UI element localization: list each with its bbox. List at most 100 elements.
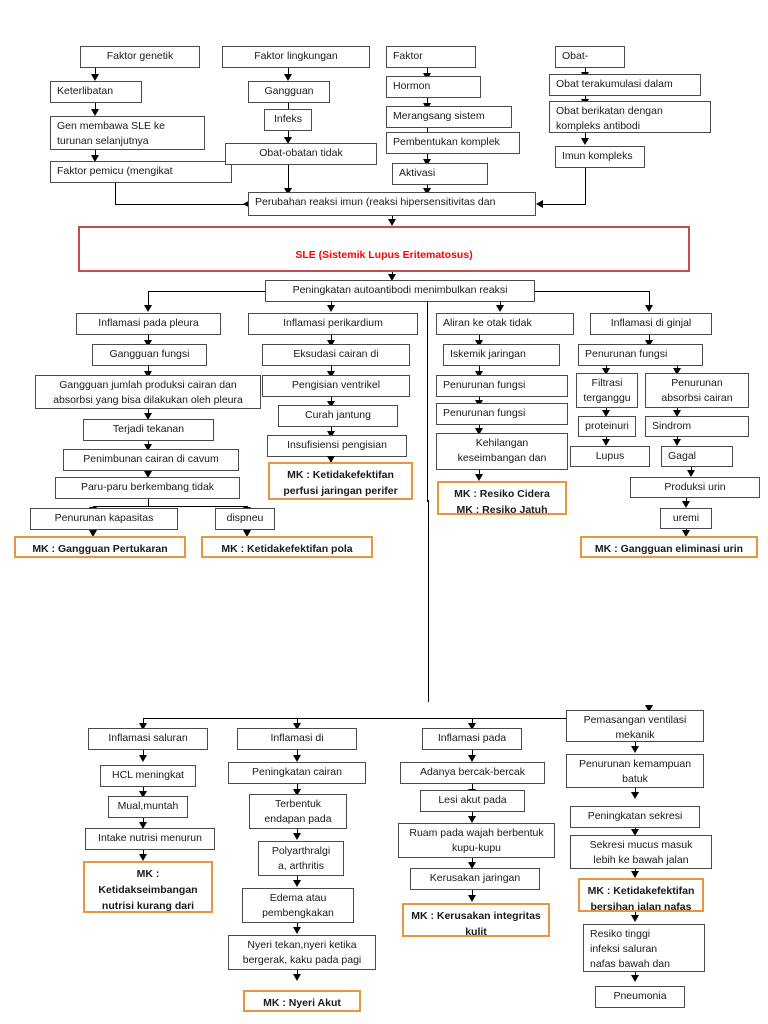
node-inflamasi-ginjal: Inflamasi di ginjal — [590, 313, 712, 335]
arrow-down-icon — [630, 915, 639, 922]
arrow-down-icon — [326, 401, 335, 408]
arrow-down-icon — [601, 439, 610, 446]
arrow-down-icon — [326, 431, 335, 438]
node-kehilangan-keseimbangan: Kehilangan keseimbangan dan — [436, 433, 568, 470]
node-iskemik-jaringan: Iskemik jaringan — [443, 344, 560, 366]
arrow-down-icon — [292, 927, 301, 934]
mk-kerusakan-integritas-kulit: MK : Kerusakan integritas kulit — [402, 903, 550, 937]
node-gen-membawa-sle: Gen membawa SLE ke turunan selanjutnya — [50, 116, 205, 150]
node-curah-jantung: Curah jantung — [278, 405, 398, 427]
mk-bersihan-jalan-nafas: MK : Ketidakefektifan bersihan jalan naf… — [578, 878, 704, 912]
arrow-down-icon — [292, 833, 301, 840]
node-faktor: Faktor — [386, 46, 476, 68]
connector-line — [288, 131, 289, 140]
node-hcl-meningkat: HCL meningkat — [100, 765, 196, 787]
arrow-down-icon — [283, 137, 292, 144]
node-peningkatan-cairan: Peningkatan cairan — [228, 762, 366, 784]
node-polyarthralgia-arthritis: Polyarthralgi a, arthritis — [258, 841, 344, 876]
node-resiko-tinggi-infeksi: Resiko tinggi infeksi saluran nafas bawa… — [583, 924, 705, 972]
arrow-down-icon — [143, 371, 152, 378]
node-inflamasi-pleura: Inflamasi pada pleura — [76, 313, 221, 335]
node-gangguan-produksi-cairan: Gangguan jumlah produksi cairan dan abso… — [35, 375, 261, 409]
arrow-down-icon — [474, 428, 483, 435]
node-imun-kompleks: Imun kompleks — [555, 146, 645, 168]
connector-trunk — [428, 500, 429, 702]
arrow-down-icon — [292, 755, 301, 762]
node-obat-obatan-tidak: Obat-obatan tidak — [225, 143, 377, 165]
arrow-down-icon — [138, 791, 147, 798]
connector-line — [143, 850, 144, 857]
arrow-down-icon — [138, 854, 147, 861]
connector-line — [288, 68, 289, 76]
arrow-down-icon — [686, 470, 695, 477]
connector-line — [585, 133, 586, 141]
connector-line — [472, 858, 473, 865]
arrow-down-icon — [88, 530, 97, 537]
arrow-down-icon — [467, 862, 476, 869]
connector-line — [143, 750, 144, 757]
connector-line — [427, 68, 428, 75]
connector-trunk — [427, 302, 428, 502]
arrow-down-icon — [90, 74, 99, 81]
connector-line — [148, 366, 149, 373]
node-obat-berikatan: Obat berikatan dengan kompleks antibodi — [549, 101, 711, 133]
node-ruam-kupu-kupu: Ruam pada wajah berbentuk kupu-kupu — [398, 823, 555, 858]
arrow-down-icon — [630, 792, 639, 799]
connector-line — [115, 204, 248, 205]
connector-bus — [93, 506, 248, 507]
arrow-down-icon — [387, 219, 396, 226]
node-penurunan-absorbsi-cairan: Penurunan absorbsi cairan — [645, 373, 749, 408]
arrow-down-icon — [90, 155, 99, 162]
arrow-down-icon — [474, 340, 483, 347]
node-sindrom: Sindrom — [645, 416, 749, 437]
connector-line — [479, 335, 480, 342]
connector-line — [95, 150, 96, 157]
connector-line — [479, 366, 480, 373]
arrow-down-icon — [630, 975, 639, 982]
arrow-down-icon — [326, 340, 335, 347]
node-nyeri-tekan: Nyeri tekan,nyeri ketika bergerak, kaku … — [228, 935, 376, 970]
arrow-down-icon — [292, 974, 301, 981]
node-inflamasi-saluran: Inflamasi saluran — [88, 728, 208, 750]
node-faktor-lingkungan: Faktor lingkungan — [222, 46, 370, 68]
arrow-down-icon — [387, 274, 396, 281]
connector-line — [95, 103, 96, 111]
node-edema-pembengkakan: Edema atau pembengkakan — [242, 888, 354, 923]
arrow-down-icon — [644, 705, 653, 712]
arrow-down-icon — [601, 410, 610, 417]
node-inflamasi-perikardium: Inflamasi perikardium — [248, 313, 418, 335]
node-faktor-pemicu: Faktor pemicu (mengikat — [50, 161, 232, 183]
arrow-down-icon — [90, 109, 99, 116]
connector-line — [472, 784, 473, 791]
mk-gangguan-eliminasi-urin: MK : Gangguan eliminasi urin — [580, 536, 758, 558]
node-pneumonia: Pneumonia — [595, 986, 685, 1008]
node-inflamasi-pada-kulit: Inflamasi pada — [422, 728, 522, 750]
connector-line — [472, 750, 473, 757]
node-dispneu: dispneu — [215, 508, 275, 530]
arrow-down-icon — [292, 880, 301, 887]
arrow-down-icon — [467, 895, 476, 902]
mk-nyeri-akut: MK : Nyeri Akut — [243, 990, 361, 1012]
node-mual-muntah: Mual,muntah — [108, 796, 188, 818]
node-uremi: uremi — [660, 508, 712, 529]
connector-line — [331, 335, 332, 342]
node-pemasangan-ventilasi: Pemasangan ventilasi mekanik — [566, 710, 704, 742]
connector-line — [472, 890, 473, 898]
node-penurunan-fungsi-otak-2: Penurunan fungsi — [436, 403, 568, 425]
node-kerusakan-jaringan: Kerusakan jaringan — [410, 868, 540, 890]
arrow-down-icon — [138, 822, 147, 829]
node-perubahan-reaksi-imun: Perubahan reaksi imun (reaksi hipersensi… — [248, 192, 536, 216]
node-aktivasi: Aktivasi — [392, 163, 488, 185]
connector-line — [95, 68, 96, 76]
arrow-down-icon — [422, 159, 431, 166]
arrow-down-icon — [326, 371, 335, 378]
node-penimbunan-cairan: Penimbunan cairan di cavum — [63, 449, 239, 471]
node-terbentuk-endapan: Terbentuk endapan pada — [249, 794, 347, 829]
connector-line — [427, 98, 428, 105]
connector-line — [297, 970, 298, 977]
arrow-down-icon — [495, 305, 504, 312]
node-obat: Obat- — [555, 46, 625, 68]
arrow-down-icon — [644, 340, 653, 347]
connector-line — [331, 366, 332, 373]
arrow-down-icon — [672, 410, 681, 417]
